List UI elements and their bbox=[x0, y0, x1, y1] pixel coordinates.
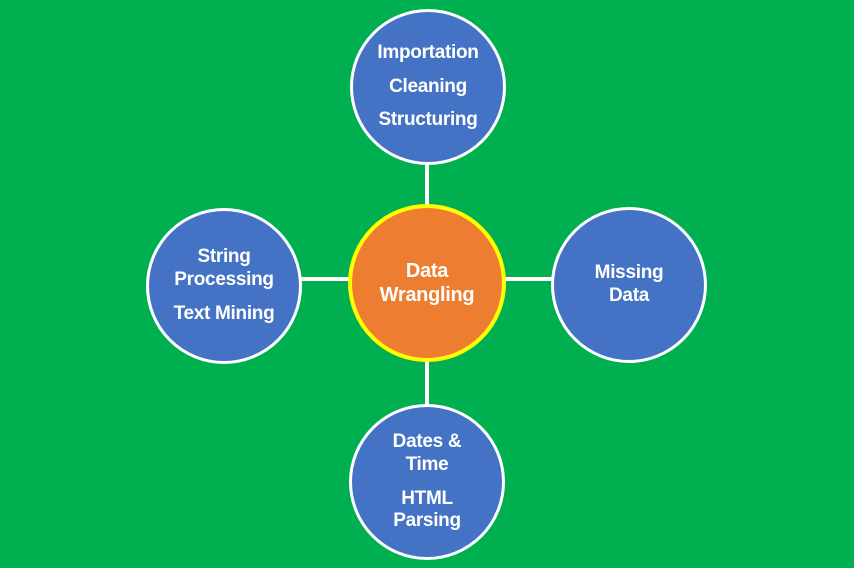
connector-top bbox=[425, 87, 429, 284]
node-importation: Importation Cleaning Structuring bbox=[350, 9, 506, 165]
node-text: Missing Data bbox=[594, 262, 664, 306]
node-text: Cleaning bbox=[389, 75, 467, 97]
node-string-processing: String Processing Text Mining bbox=[146, 208, 302, 364]
node-dates-time: Dates & Time HTML Parsing bbox=[349, 404, 505, 560]
node-text: Importation bbox=[377, 41, 479, 63]
node-text: Text Mining bbox=[173, 302, 275, 324]
node-data-wrangling: Data Wrangling bbox=[348, 204, 506, 362]
connector-right bbox=[427, 277, 631, 281]
node-text: String Processing bbox=[174, 246, 274, 291]
node-missing-data: Missing Data bbox=[551, 207, 707, 363]
node-text: Data Wrangling bbox=[379, 260, 475, 306]
node-text: Structuring bbox=[378, 109, 478, 131]
node-text: HTML Parsing bbox=[393, 487, 461, 532]
connector-left bbox=[224, 277, 428, 281]
connector-bottom bbox=[425, 283, 429, 481]
node-text: Dates & Time bbox=[392, 430, 462, 475]
